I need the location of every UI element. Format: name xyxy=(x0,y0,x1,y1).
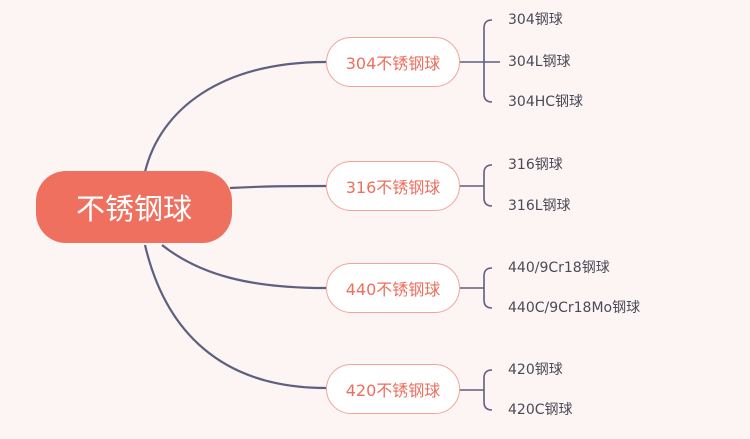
leaf-node[interactable]: 316钢球 xyxy=(508,157,563,173)
branch-node-304[interactable]: 304不锈钢球 xyxy=(326,37,460,87)
root-label: 不锈钢球 xyxy=(75,192,192,226)
branch-node-420[interactable]: 420不锈钢球 xyxy=(326,364,460,414)
leaf-node[interactable]: 304L钢球 xyxy=(508,54,571,70)
connector-420 xyxy=(143,244,327,390)
bracket-420 xyxy=(460,369,493,411)
leaf-node[interactable]: 304HC钢球 xyxy=(508,94,584,110)
leaf-node[interactable]: 304钢球 xyxy=(508,12,563,28)
bracket-440 xyxy=(460,267,493,309)
connector-316 xyxy=(229,184,327,190)
branch-node-316[interactable]: 316不锈钢球 xyxy=(326,161,460,211)
leaf-node[interactable]: 316L钢球 xyxy=(508,198,571,214)
branch-label: 420不锈钢球 xyxy=(345,381,441,400)
leaf-node[interactable]: 440/9Cr18钢球 xyxy=(508,260,610,276)
bracket-316 xyxy=(460,164,493,207)
root-node[interactable]: 不锈钢球 xyxy=(36,171,232,243)
bracket-304 xyxy=(460,19,500,103)
branch-label: 304不锈钢球 xyxy=(345,54,441,73)
connector-440 xyxy=(161,244,327,290)
branch-label: 440不锈钢球 xyxy=(345,280,441,299)
branch-label: 316不锈钢球 xyxy=(345,178,441,197)
branch-node-440[interactable]: 440不锈钢球 xyxy=(326,263,460,313)
leaf-node[interactable]: 440C/9Cr18Mo钢球 xyxy=(508,300,641,316)
leaf-node[interactable]: 420C钢球 xyxy=(508,402,573,418)
connector-304 xyxy=(143,60,327,173)
leaf-node[interactable]: 420钢球 xyxy=(508,362,563,378)
